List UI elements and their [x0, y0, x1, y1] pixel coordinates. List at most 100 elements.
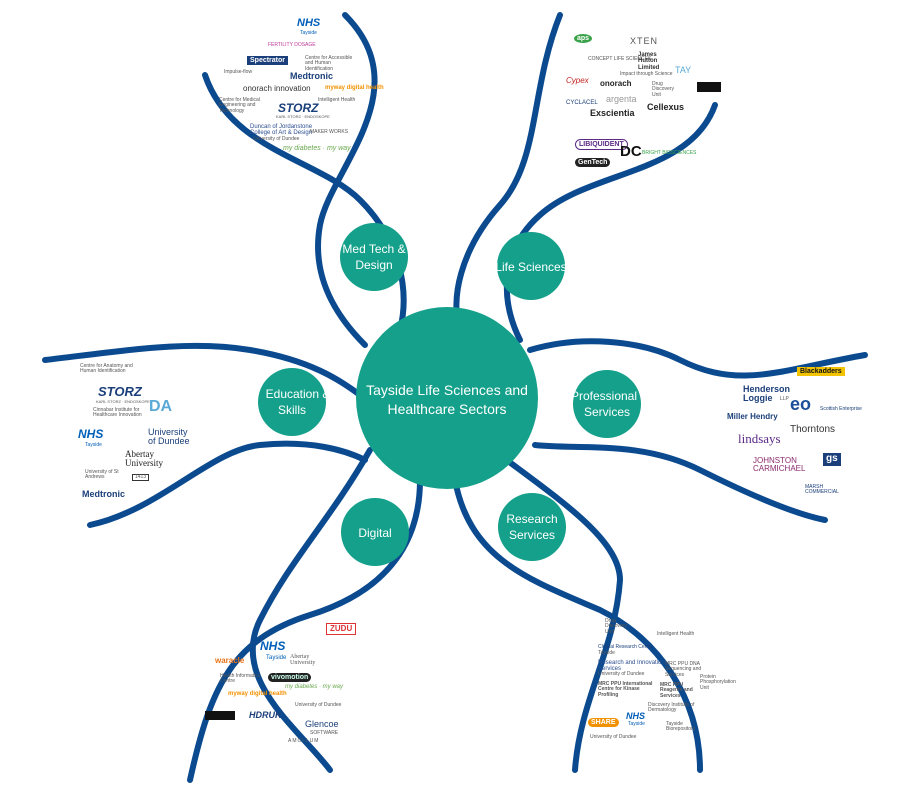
crc-subtitle: Tayside [598, 650, 615, 656]
sector-label: Skills [278, 403, 306, 417]
eo-logo: eo [790, 394, 812, 414]
waracle-logo: waracle [215, 656, 245, 665]
spectrator-logo: Spectrator [247, 56, 289, 66]
nhs-logo: NHS [297, 17, 321, 29]
glencoe-subtitle: SOFTWARE [310, 730, 339, 736]
tayside-text: Tayside [300, 30, 317, 36]
abertay-logo: Abertay University [125, 449, 163, 469]
hl-suffix: LLP [780, 396, 789, 402]
uod-logo: University of Dundee [590, 734, 637, 740]
drug-discovery-logo: Drug Discovery Unit [652, 81, 674, 98]
nhs-logo: NHS [626, 711, 646, 721]
mydiabetes-logo: my diabetes · my way [285, 684, 344, 690]
node-circle [340, 223, 408, 291]
strand-edu-a [42, 342, 363, 398]
black-logo [205, 711, 235, 720]
argenta-logo: argenta [606, 94, 637, 104]
sector-label: Services [509, 528, 555, 542]
sector-med-tech-design: Med Tech & Design [340, 223, 408, 291]
sector-education-skills: Education & Skills [258, 368, 330, 436]
dc-logo: DC [620, 143, 642, 160]
sector-label: Design [355, 258, 392, 272]
djcad-logo: Duncan of Jordanstone College of Art & D… [250, 124, 313, 137]
node-circle [498, 493, 566, 561]
fertility-logo: FERTILITY DOSAGE [268, 42, 316, 48]
strand-research-a [452, 477, 703, 773]
storz-logo: STORZ [98, 384, 142, 399]
sector-life-sciences: Life Sciences [495, 232, 567, 300]
x-health-logo: Intelligent Health [657, 631, 695, 637]
uod-logo: University of Dundee [148, 427, 190, 447]
storz-subtitle: KARL STORZ · ENDOSKOPE [276, 114, 330, 119]
hdruk-logo: HDRUK [249, 710, 282, 720]
scottish-enterprise-logo: Scottish Enterprise [820, 406, 862, 412]
storz-subtitle: KARL STORZ · ENDOSKOPE [96, 399, 150, 404]
sector-label: Med Tech & [342, 242, 405, 256]
sector-label: Research [506, 512, 557, 526]
strand-edu-b [87, 440, 368, 528]
jhl-logo: James Hutton Limited [638, 52, 660, 71]
medtronic-logo: Medtronic [82, 489, 126, 499]
sector-digital: Digital [341, 498, 409, 566]
node-circle [573, 370, 641, 438]
tayside-text: Tayside [628, 721, 645, 727]
chhi-logo: Cinnabar Institute for Healthcare Innova… [93, 407, 142, 419]
storz-logo: STORZ [278, 101, 319, 115]
myway-logo: myway digital health [228, 691, 287, 697]
strand-research-b [497, 452, 624, 773]
tayside-text: Tayside [85, 442, 102, 448]
crc-logo: Clinical Research Centre [598, 644, 654, 650]
nhs-logo: NHS [260, 639, 286, 653]
strand-medtech-a [315, 12, 378, 348]
health-informatics-logo: Health Informatics Centre [220, 673, 261, 685]
share-logo: SHARE [588, 718, 619, 728]
zudu-logo: ZUDU [326, 623, 357, 636]
sector-label: Professional [571, 389, 637, 403]
djcad-subtitle: University of Dundee [253, 136, 300, 142]
impulse-logo: Impulse-flow [224, 69, 253, 75]
ris-subtitle: University of Dundee [598, 671, 645, 677]
center-title-line1: Tayside Life Sciences and [366, 382, 528, 398]
cahid-logo: Centre for Accessible and Human Identifi… [305, 55, 353, 72]
node-circle [258, 368, 326, 436]
center-title-line2: Healthcare Sectors [387, 401, 506, 417]
cahid-logo: Centre for Anatomy and Human Identificat… [80, 363, 133, 375]
dna-strands [42, 12, 868, 783]
strand-medtech-b [202, 72, 407, 333]
strand-digital-b [187, 477, 423, 783]
onorach-logo: onorach innovation [243, 84, 311, 93]
dna-sequencing-logo: MRC PPU DNA Sequencing and Services [665, 661, 702, 678]
strand-lifesci-a [453, 12, 563, 333]
tayside-text: Tayside [266, 655, 287, 661]
icgp-logo: MRC PPU International Centre for Kinase … [598, 681, 653, 698]
thorntons-logo: Thorntons [790, 424, 836, 435]
miller-hendry-logo: Miller Hendry [727, 412, 778, 421]
uod-logo: University of Dundee [295, 702, 342, 708]
tay-logo: TAY [675, 65, 692, 75]
sector-label: Digital [358, 526, 391, 540]
maker-works-logo: MAKER WORKS [310, 129, 349, 135]
gentech-logo: GenTech [575, 158, 611, 168]
standrews-logo: University of St Andrews [85, 469, 119, 481]
vivomotion-logo: vivomotion [268, 673, 312, 683]
onorach-logo: onorach [600, 79, 632, 88]
sector-label: Education & [266, 387, 331, 401]
cyclacel-logo: CYCLACEL [566, 100, 598, 106]
black-logo [697, 82, 721, 92]
medtronic-logo: Medtronic [290, 71, 334, 81]
center-node: Tayside Life Sciences and Healthcare Sec… [356, 307, 538, 489]
lindsays-logo: lindsays [738, 431, 781, 446]
node-circle [497, 232, 565, 300]
amcllum-logo: AMCLLUM [288, 738, 320, 744]
marsh-logo: MARSH COMMERCIAL [805, 484, 839, 496]
mydiabetes-logo: my diabetes · my way [283, 145, 351, 152]
sector-professional-services: Professional Services [571, 370, 641, 438]
libiquident-logo: LIBIQUIDENT [575, 139, 628, 151]
center-circle [356, 307, 538, 489]
dermatology-logo: Discovery Institute of Dermatology [648, 702, 695, 714]
strand-digital-a [249, 447, 373, 773]
johnston-carmichael-logo: JOHNSTON CARMICHAEL [753, 456, 806, 474]
est-badge: 1413 [132, 474, 150, 482]
sector-research-services: Research Services [498, 493, 566, 561]
